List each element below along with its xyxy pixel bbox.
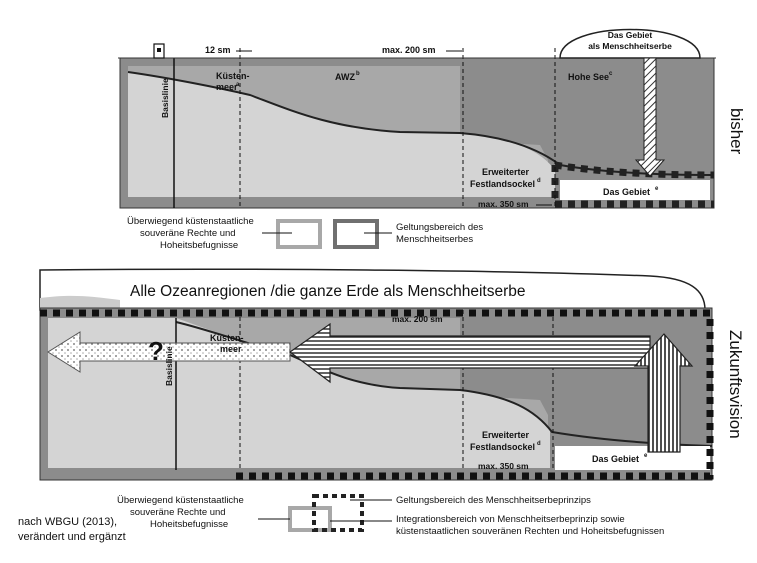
question-mark: ?	[148, 336, 164, 366]
bottom-legend: Überwiegend küstenstaatliche souveräne R…	[117, 494, 664, 537]
bottom-label-das-gebiet-sup: e	[644, 453, 648, 459]
legend-bottom-left-3: Hoheitsbefugnisse	[150, 519, 228, 530]
bottom-diagram: ? Alle Ozeanregionen /die ganze Erde als…	[39, 268, 745, 481]
up-striped-arrow-icon	[633, 333, 694, 453]
top-legend: Überwiegend küstenstaatliche souveräne R…	[127, 216, 483, 251]
label-basislinie: Basislinie	[160, 78, 170, 118]
legend-bottom-right-2a: Integrationsbereich von Menschheitserbep…	[396, 514, 625, 525]
legend-bottom-left-1: Überwiegend küstenstaatliche	[117, 495, 244, 506]
bottom-label-das-gebiet: Das Gebiet	[592, 454, 639, 464]
bottom-label-kuesten-1: Küsten-	[210, 333, 244, 343]
bottom-label-erweiterter-1: Erweiterter	[482, 430, 530, 440]
legend-top-right-2: Menschheitserbes	[396, 234, 473, 245]
bottom-title: Alle Ozeanregionen /die ganze Erde als M…	[130, 283, 526, 300]
bottom-label-350sm: max. 350 sm	[478, 461, 529, 471]
label-awz: AWZ	[335, 72, 355, 82]
top-area-fill	[560, 180, 710, 200]
left-dotted-arrow-icon	[47, 331, 291, 373]
label-awz-sup: b	[356, 71, 360, 77]
label-dome-2: als Menschheitserbe	[588, 41, 672, 51]
label-das-gebiet: Das Gebiet	[603, 187, 650, 197]
label-dome-1: Das Gebiet	[608, 30, 653, 40]
legend-bottom-checker-box	[312, 494, 364, 532]
source-note-1: nach WBGU (2013),	[18, 516, 117, 528]
label-350sm: max. 350 sm	[478, 199, 529, 209]
legend-bottom-right-2b: küstenstaatlichen souveränen Rechten und…	[396, 526, 664, 537]
bottom-label-erweiterter-2: Festlandsockel	[470, 442, 535, 452]
label-kuestenmeer-sup: a	[236, 82, 240, 88]
label-das-gebiet-sup: e	[655, 186, 659, 192]
bottom-label-basislinie: Basislinie	[164, 346, 174, 386]
label-kuestenmeer-2: meer	[216, 82, 238, 92]
top-down-arrow-icon	[634, 57, 666, 177]
dome-shape	[559, 28, 701, 59]
tower-window	[157, 48, 161, 52]
legend-bottom-light-box	[288, 506, 332, 532]
legend-top-left-2: souveräne Rechte und	[140, 228, 236, 239]
bottom-label-kuesten-2: meer	[220, 344, 242, 354]
bottom-area-fill	[555, 446, 710, 470]
bottom-label-200sm: max. 200 sm	[392, 314, 443, 324]
side-label-zukunftsvision: Zukunftsvision	[726, 330, 745, 439]
label-erweiterter-sup: d	[537, 178, 541, 184]
bottom-coast-land	[40, 295, 120, 310]
legend-top-left-3: Hoheitsbefugnisse	[160, 240, 238, 251]
bottom-checker-border	[40, 309, 714, 480]
center-striped-arrow-icon	[288, 322, 651, 384]
label-hohe-see: Hohe See	[568, 72, 609, 82]
legend-top-light-box	[276, 219, 322, 249]
legend-bottom-left-2: souveräne Rechte und	[130, 507, 226, 518]
label-hohe-see-sup: c	[609, 71, 613, 77]
label-200sm: max. 200 sm	[382, 45, 436, 55]
side-label-bisher: bisher	[727, 108, 746, 155]
legend-top-dark-box	[333, 219, 379, 249]
top-diagram: 12 sm max. 200 sm max. 350 sm Basislinie…	[118, 28, 746, 209]
label-12sm: 12 sm	[205, 45, 231, 55]
label-kuestenmeer-1: Küsten-	[216, 71, 250, 81]
source-note-2: verändert und ergänzt	[18, 531, 126, 543]
legend-bottom-right-1: Geltungsbereich des Menschheitserbeprinz…	[396, 495, 591, 506]
bottom-dome	[39, 268, 706, 311]
top-seabed	[128, 72, 555, 197]
legend-top-left-1: Überwiegend küstenstaatliche	[127, 216, 254, 227]
label-erweiterter-2: Festlandsockel	[470, 179, 535, 189]
top-slope-line	[127, 71, 715, 176]
label-erweiterter-1: Erweiterter	[482, 167, 530, 177]
bottom-label-erweiterter-sup: d	[537, 441, 541, 447]
legend-top-right-1: Geltungsbereich des	[396, 222, 483, 233]
